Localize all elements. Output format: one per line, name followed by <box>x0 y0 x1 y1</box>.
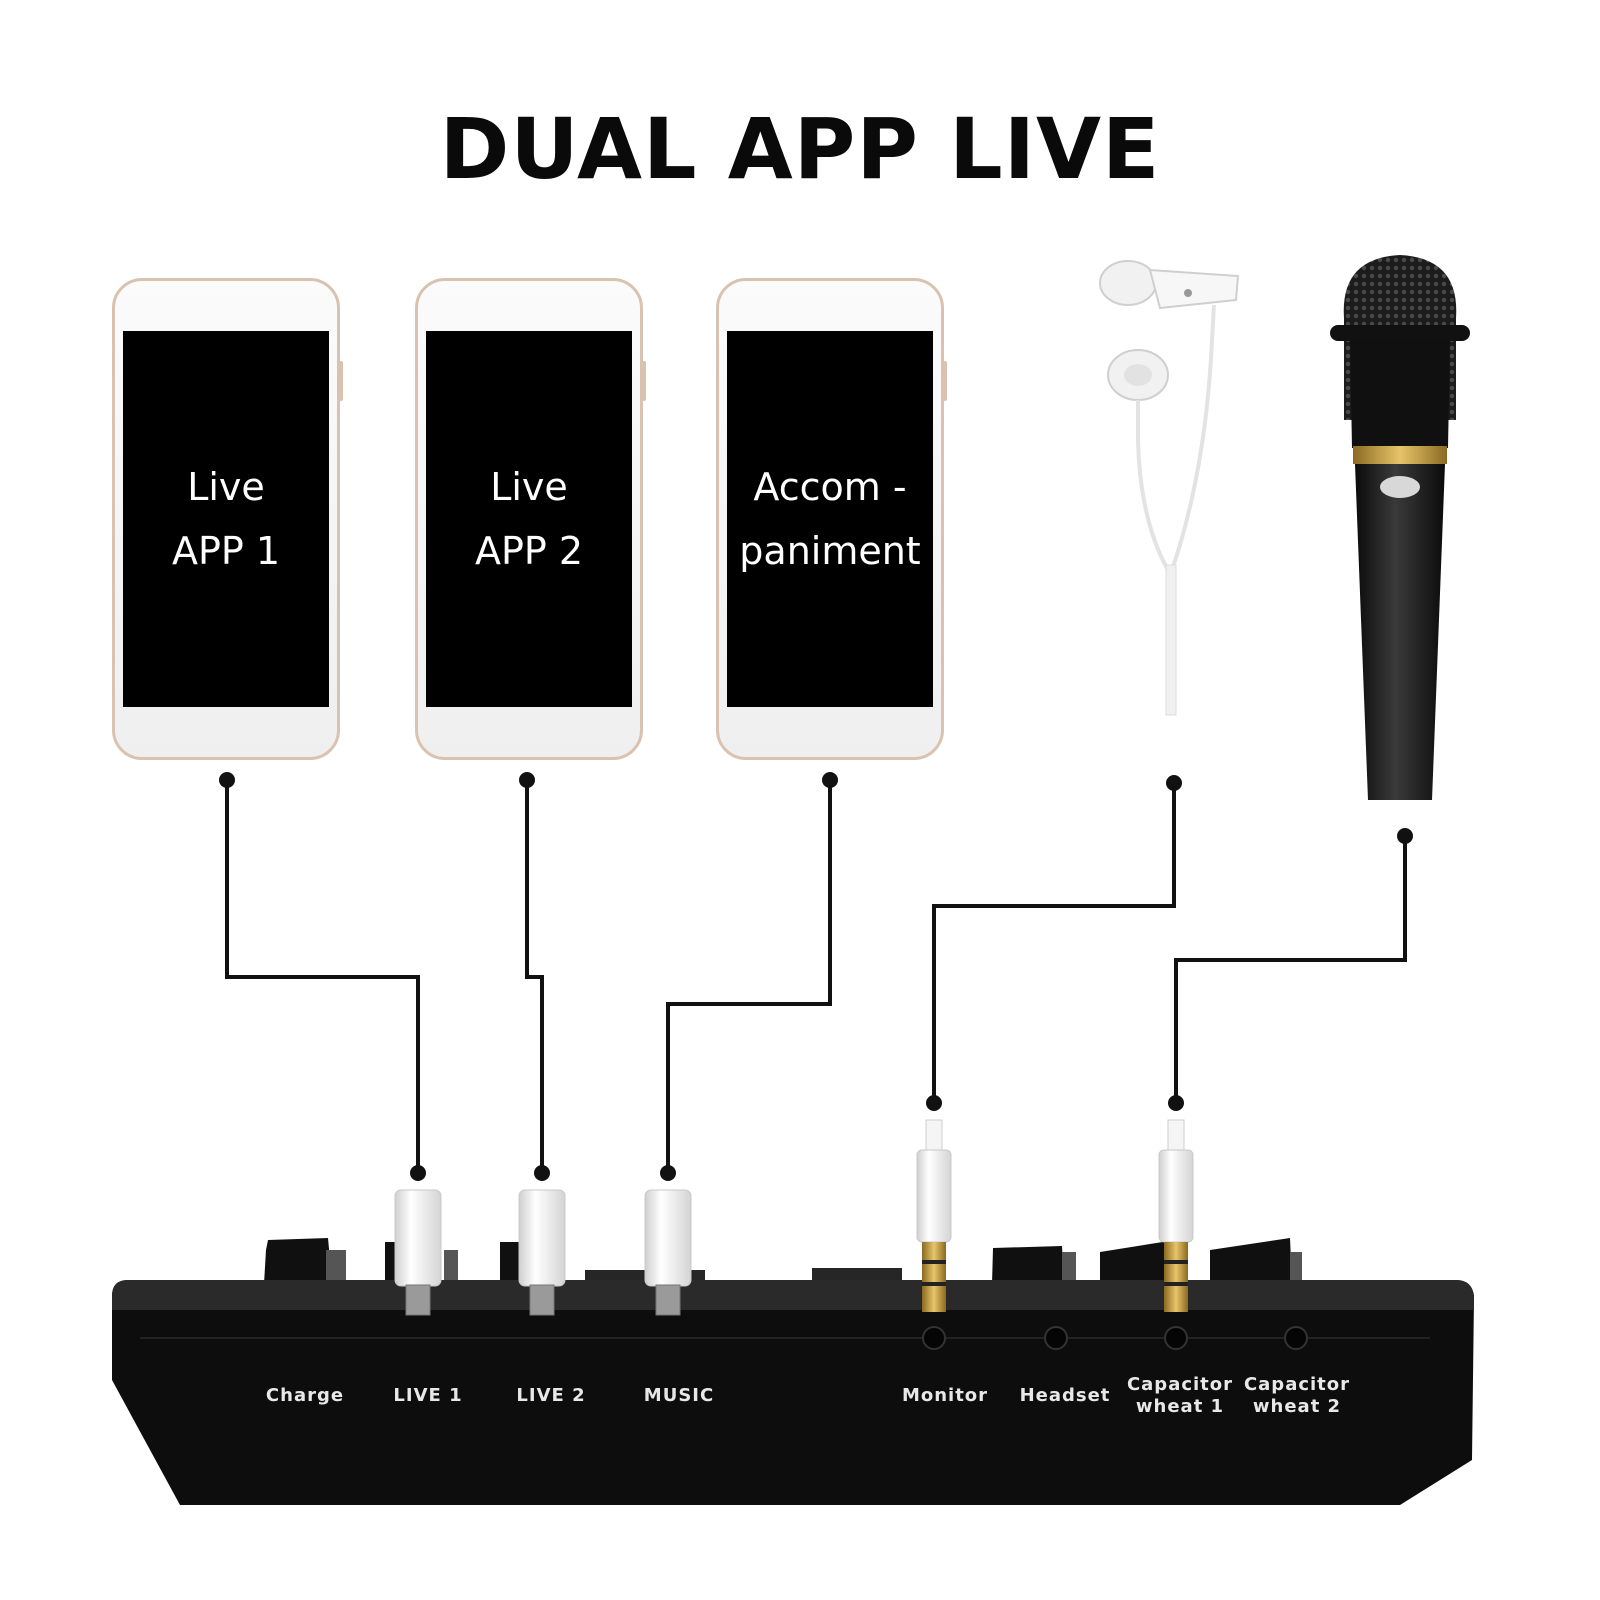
usb-plug-live1 <box>394 1189 442 1316</box>
port-label-capacitor-wheat-2: Capacitor wheat 2 <box>1232 1374 1362 1418</box>
jack-plug-monitor <box>916 1119 952 1312</box>
port-label-line1: LIVE 1 <box>393 1385 463 1406</box>
port-label-line1: MUSIC <box>643 1385 715 1406</box>
phone-live-app-2: Live APP 2 <box>415 278 646 760</box>
port-label-live1: LIVE 1 <box>368 1385 488 1407</box>
mixer-knobs <box>264 1238 1302 1284</box>
port-label-line2: wheat 2 <box>1252 1396 1342 1417</box>
port-label-line2: wheat 1 <box>1135 1396 1225 1417</box>
phone-label-line2: APP 1 <box>171 529 281 573</box>
phone-label-line1: Live <box>490 465 568 509</box>
sound-card-panel <box>112 1280 1474 1505</box>
phone-live-app-1: Live APP 1 <box>112 278 343 760</box>
port-label-monitor: Monitor <box>880 1385 1010 1407</box>
usb-plug-live2 <box>518 1189 566 1316</box>
phone-screen: Live APP 2 <box>426 331 632 707</box>
port-label-music: MUSIC <box>614 1385 744 1407</box>
phone-side-button <box>642 361 646 401</box>
port-label-live2: LIVE 2 <box>491 1385 611 1407</box>
phone-screen: Accom - paniment <box>727 331 933 707</box>
port-label-charge: Charge <box>245 1385 365 1407</box>
port-label-line1: Capacitor <box>1126 1374 1234 1395</box>
phone-accompaniment: Accom - paniment <box>716 278 947 760</box>
port-label-line1: LIVE 2 <box>516 1385 586 1406</box>
port-label-line1: Monitor <box>901 1385 989 1406</box>
port-label-line1: Headset <box>1019 1385 1111 1406</box>
phone-label-line1: Accom - <box>753 465 907 509</box>
microphone-icon <box>1330 255 1470 800</box>
port-label-line1: Capacitor <box>1243 1374 1351 1395</box>
connection-wires <box>225 780 1407 1173</box>
jack-plug-capacitor-wheat-1 <box>1158 1119 1194 1312</box>
phone-label-line2: paniment <box>739 529 921 573</box>
wire-end-dots <box>219 772 1413 1181</box>
phone-screen: Live APP 1 <box>123 331 329 707</box>
page-title: DUAL APP LIVE <box>439 100 1161 198</box>
usb-plug-music <box>644 1189 692 1316</box>
earphones-icon <box>1099 260 1240 716</box>
phone-side-button <box>943 361 947 401</box>
usb-plugs <box>394 1189 692 1316</box>
port-label-line1: Charge <box>265 1385 345 1406</box>
port-label-capacitor-wheat-1: Capacitor wheat 1 <box>1115 1374 1245 1418</box>
port-label-headset: Headset <box>1000 1385 1130 1407</box>
phone-label-line1: Live <box>187 465 265 509</box>
audio-jacks <box>922 1326 1308 1350</box>
phone-label-line2: APP 2 <box>474 529 584 573</box>
jack-plugs <box>916 1119 1194 1312</box>
phone-side-button <box>339 361 343 401</box>
